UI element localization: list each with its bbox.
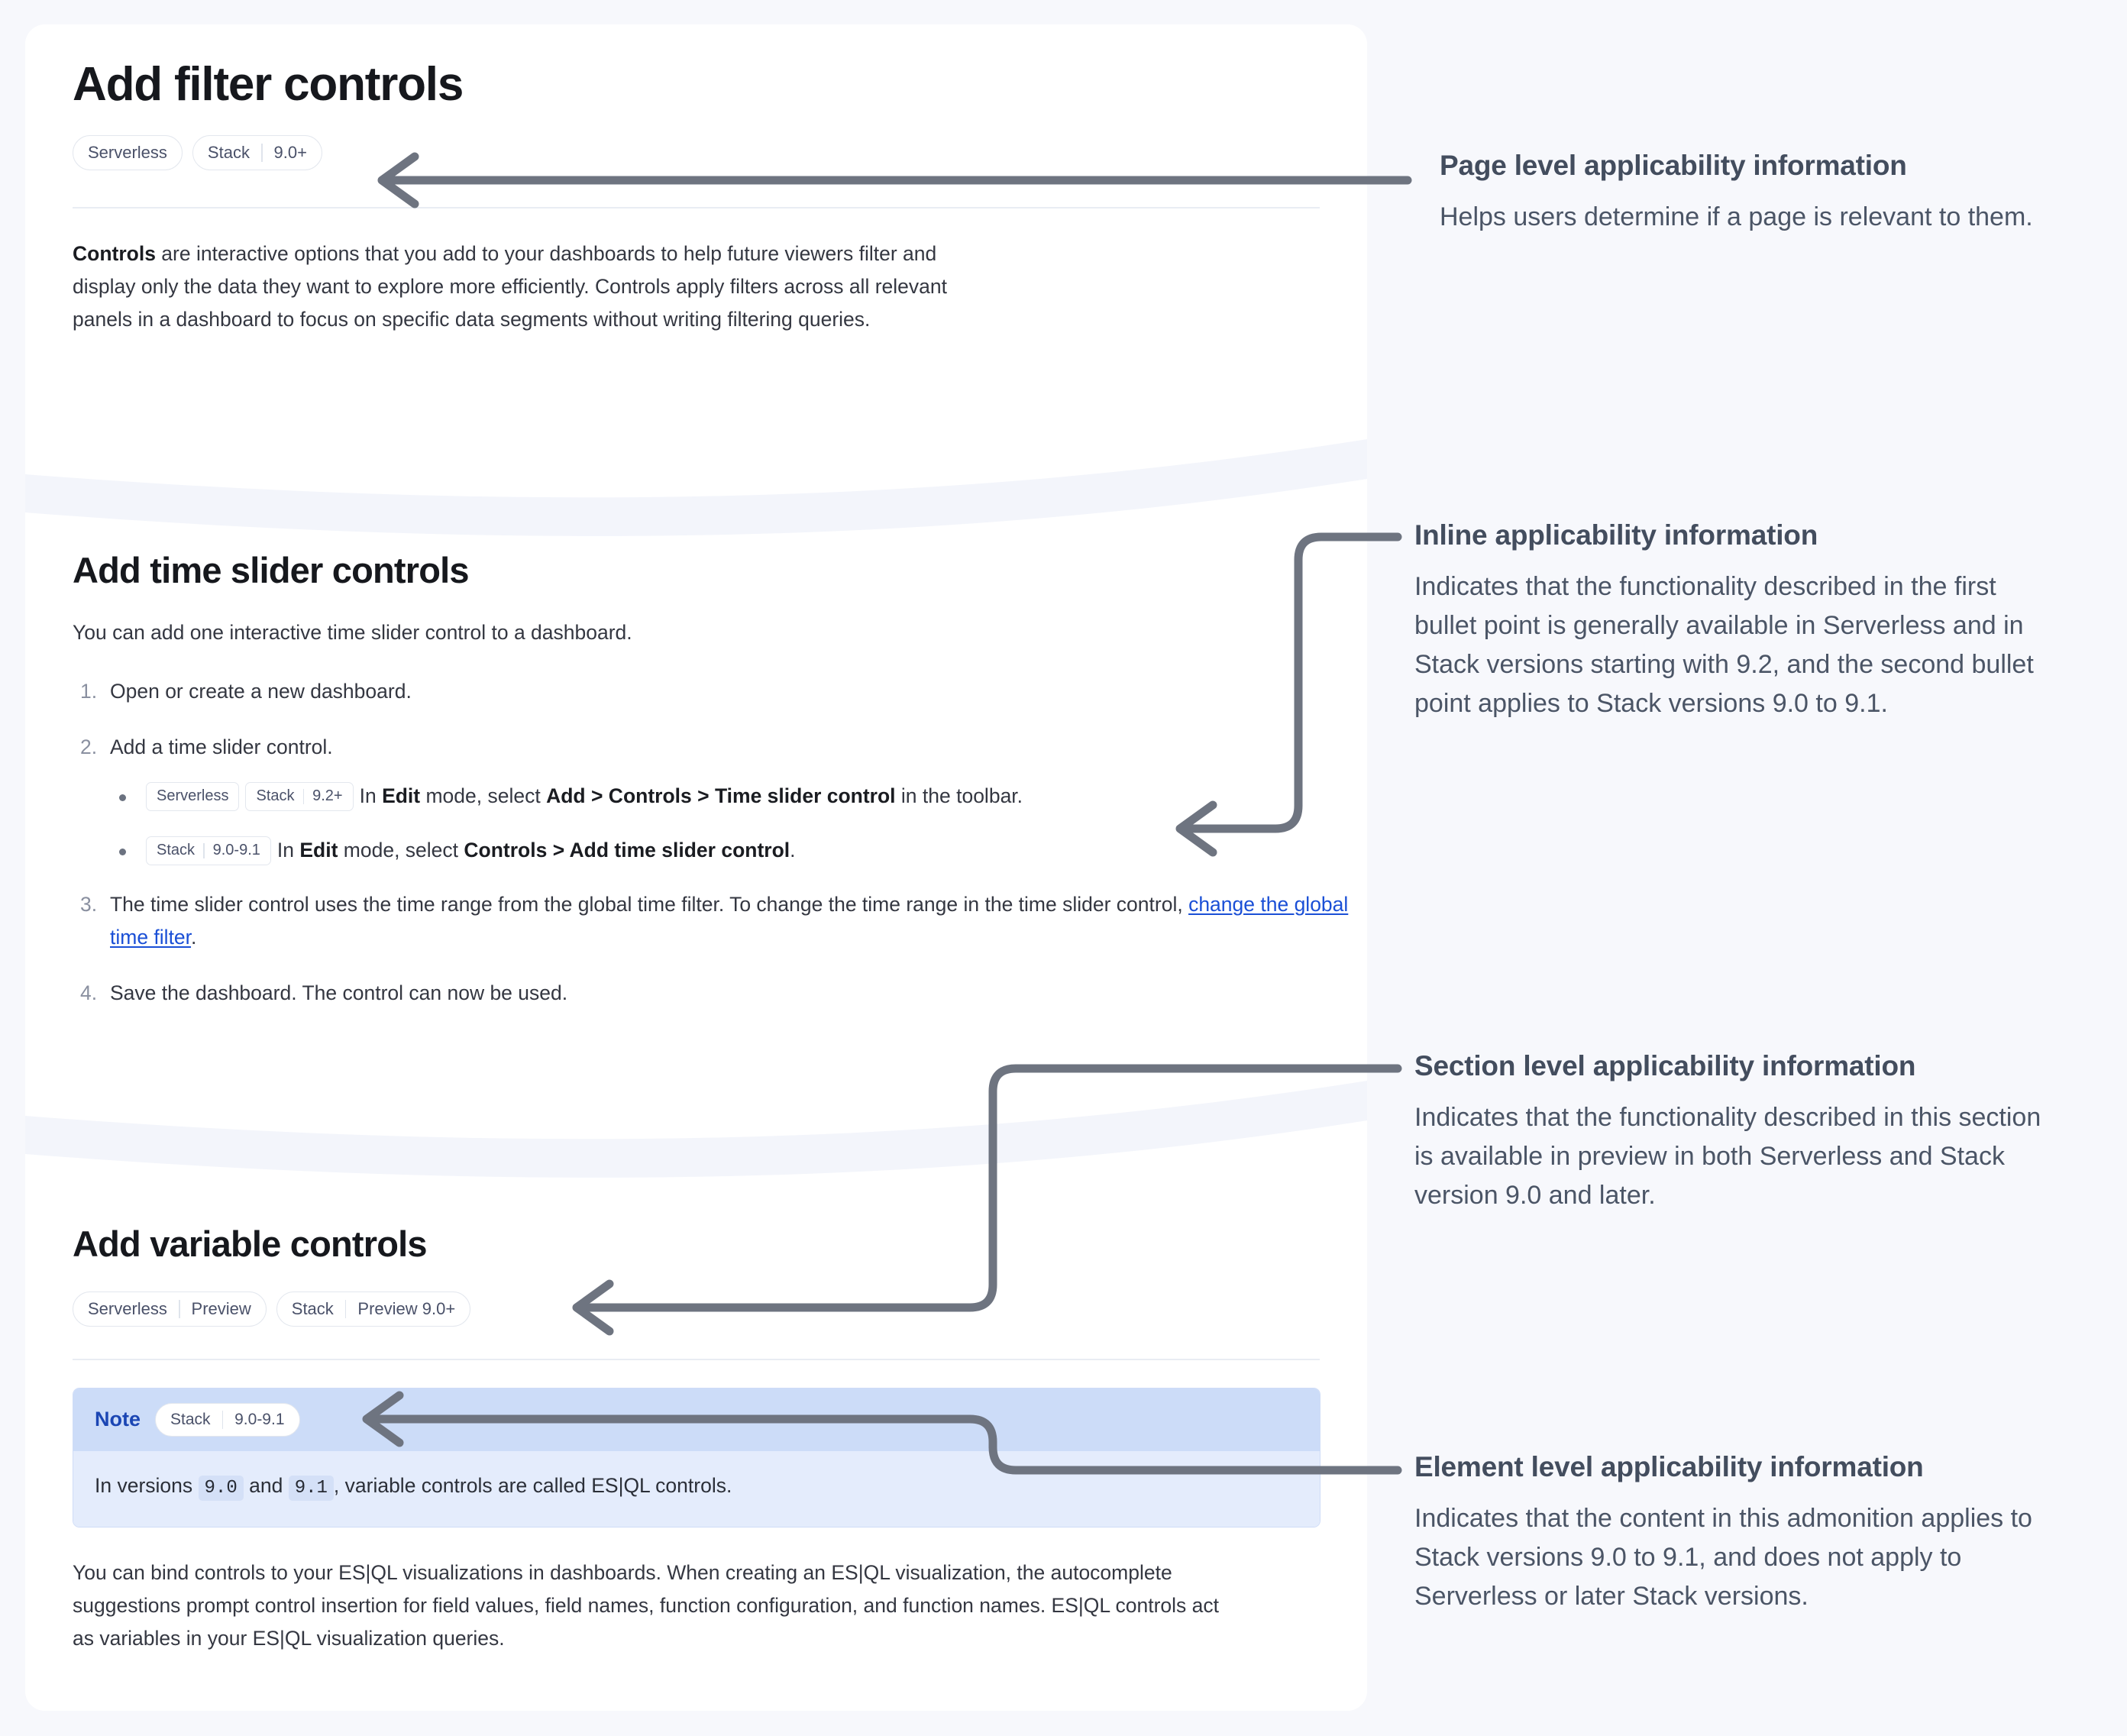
pill-divider [178,1299,180,1318]
pill-version-label: 9.0+ [273,143,307,163]
step-text: Save the dashboard. The control can now … [110,981,568,1005]
documentation-column: Add filter controls Serverless Stack 9.0… [25,24,1367,1711]
step-item: Save the dashboard. The control can now … [73,977,1320,1010]
pill-product-label: Stack [170,1410,211,1428]
applicability-pill-serverless-preview[interactable]: Serverless Preview [73,1291,267,1327]
section-divider [73,1358,1320,1360]
annotation-body: Indicates that the functionality describ… [1414,571,2034,718]
pill-divider [344,1299,347,1318]
applicability-pill-stack[interactable]: Stack 9.0+ [192,135,322,171]
chip-product-label: Stack [157,842,196,859]
pill-product-label: Stack [291,1298,334,1318]
text-fragment: in the toolbar. [895,784,1023,808]
chip-version-label: 9.2+ [312,787,343,805]
note-admonition: Note Stack 9.0-9.1 In versions 9.0 and 9… [73,1387,1320,1527]
note-header: Note Stack 9.0-9.1 [73,1388,1320,1451]
card-time-slider-section: Add time slider controls You can add one… [25,540,1367,1075]
text-fragment-bold: Edit [382,784,421,808]
pill-divider [221,1410,224,1429]
page-applicability-badges: Serverless Stack 9.0+ [73,135,1320,171]
step-text: Open or create a new dashboard. [110,679,412,703]
inline-code-version: 9.1 [288,1475,334,1501]
text-fragment: In [276,839,300,862]
sub-list-item: Serverless Stack 9.2+ In Edit mode, sele… [110,780,1320,813]
card-wave-divider-1 [25,433,1367,540]
title-divider [73,207,1320,209]
pill-version-label: Preview [191,1298,251,1318]
chip-divider [203,842,205,858]
annotation-section-level: Section level applicability information … [1414,1050,2087,1215]
chip-product-label: Stack [256,787,295,805]
card-wave-divider-2 [25,1075,1367,1182]
section-applicability-badges: Serverless Preview Stack Preview 9.0+ [73,1291,1320,1327]
sub-item-text: In Edit mode, select Controls > Add time… [277,834,796,867]
text-fragment: . [191,926,197,949]
text-fragment-bold: Add > Controls > Time slider control [546,784,896,808]
pill-product-label: Stack [207,143,250,163]
step-item: Open or create a new dashboard. [73,675,1320,708]
step-sub-list: Serverless Stack 9.2+ In Edit mode, sele… [110,780,1320,867]
intro-lead-term: Controls [73,242,156,266]
pill-divider [260,144,263,163]
pill-product-label: Serverless [88,143,167,163]
inline-badge-stack[interactable]: Stack 9.2+ [245,781,354,811]
applicability-pill-serverless[interactable]: Serverless [73,135,183,171]
annotation-body: Indicates that the content in this admon… [1414,1503,2032,1611]
chip-version-label: 9.0-9.1 [212,842,260,859]
pill-version-label: 9.0-9.1 [234,1410,285,1428]
card-page-intro: Add filter controls Serverless Stack 9.0… [25,24,1367,433]
text-fragment: and [243,1473,289,1497]
annotation-inline: Inline applicability information Indicat… [1414,519,2087,723]
step-text: The time slider control uses the time ra… [110,893,1348,949]
inline-code-version: 9.0 [198,1475,244,1501]
page-title: Add filter controls [73,58,464,111]
global-time-filter-link[interactable]: change the global time filter [110,893,1349,949]
annotation-title: Section level applicability information [1414,1050,1916,1081]
intro-rest: are interactive options that you add to … [73,242,947,331]
text-fragment: , variable controls are called ES|QL con… [333,1473,732,1497]
step-text: Add a time slider control. [110,735,333,758]
sub-item-text: In Edit mode, select Add > Controls > Ti… [360,780,1023,813]
text-fragment: In [359,784,383,808]
section-heading-time-slider: Add time slider controls [73,550,470,590]
step-item: The time slider control uses the time ra… [73,888,1367,954]
text-fragment: In versions [95,1473,199,1497]
text-fragment: mode, select [338,839,464,862]
annotation-title: Inline applicability information [1414,519,1818,551]
annotation-element-level: Element level applicability information … [1414,1451,2087,1616]
note-title: Note [95,1408,141,1431]
annotation-title: Page level applicability information [1440,150,1907,181]
time-slider-steps: Open or create a new dashboard. Add a ti… [73,675,1348,1010]
inline-badge-serverless[interactable]: Serverless [146,781,240,811]
card-variable-controls-section: Add variable controls Serverless Preview… [25,1182,1367,1711]
text-fragment: mode, select [420,784,547,808]
step-item: Add a time slider control. Serverless St… [73,731,1320,868]
annotation-title: Element level applicability information [1414,1451,1924,1482]
section-heading-variable-controls: Add variable controls [73,1224,428,1264]
section-intro-time-slider: You can add one interactive time slider … [73,620,632,644]
text-fragment-bold: Edit [299,839,338,862]
text-fragment: The time slider control uses the time ra… [110,893,1189,916]
text-fragment: . [790,839,796,862]
inline-badge-stack[interactable]: Stack 9.0-9.1 [146,836,271,865]
variable-controls-paragraph: You can bind controls to your ES|QL visu… [73,1560,1220,1650]
intro-paragraph: Controls are interactive options that yo… [73,238,985,336]
annotation-body: Helps users determine if a page is relev… [1440,202,2033,231]
note-applicability-pill-stack[interactable]: Stack 9.0-9.1 [155,1402,300,1437]
applicability-pill-stack-preview[interactable]: Stack Preview 9.0+ [276,1291,471,1327]
pill-product-label: Serverless [88,1298,167,1318]
annotation-page-level: Page level applicability information Hel… [1440,150,2112,237]
chip-divider [302,788,305,804]
text-fragment-bold: Controls > Add time slider control [464,839,790,862]
annotation-body: Indicates that the functionality describ… [1414,1102,2041,1210]
pill-version-label: Preview 9.0+ [357,1298,456,1318]
sub-list-item: Stack 9.0-9.1 In Edit mode, select Contr… [110,834,1320,867]
chip-product-label: Serverless [157,787,229,805]
note-body: In versions 9.0 and 9.1, variable contro… [73,1450,1320,1527]
